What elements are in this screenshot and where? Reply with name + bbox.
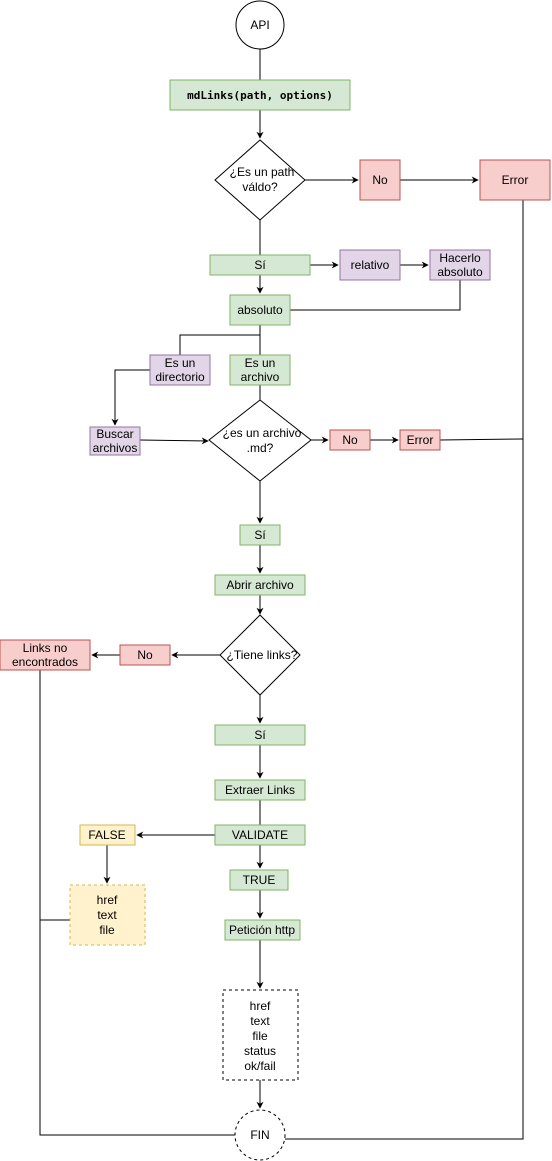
node-relativo-label: relativo xyxy=(351,258,390,272)
node-hacerlo-absoluto: Hacerlo absoluto xyxy=(429,249,491,281)
node-es-md-line2: .md? xyxy=(247,441,274,455)
node-buscar-line1: Buscar xyxy=(96,427,133,441)
node-mdlinks: mdLinks(path, options) xyxy=(169,79,351,111)
edges xyxy=(39,49,524,1140)
node-no-md-label: No xyxy=(342,433,358,447)
node-true-output-line2: text xyxy=(250,1014,270,1028)
node-true: TRUE xyxy=(229,869,289,891)
node-es-md: ¿es un archivo .md? xyxy=(208,399,312,482)
node-es-md-line1: ¿es un archivo xyxy=(223,426,302,440)
node-true-label: TRUE xyxy=(243,873,276,887)
node-tiene-links-label: ¿Tiene links? xyxy=(227,648,298,662)
node-es-directorio: Es un directorio xyxy=(149,354,211,386)
node-links-no-encontrados: Links no encontrados xyxy=(0,639,91,671)
node-peticion-http: Petición http xyxy=(224,919,301,941)
node-true-output-line5: ok/fail xyxy=(244,1059,275,1073)
edge-error-fin xyxy=(285,200,524,1140)
node-absoluto: absoluto xyxy=(229,294,291,326)
edge-links-fin xyxy=(39,670,235,1136)
edge-buscar-md xyxy=(139,437,209,445)
node-links-no-line2: encontrados xyxy=(12,655,78,669)
node-valid-path: ¿Es un path váldo? xyxy=(214,139,306,221)
node-false: FALSE xyxy=(79,824,136,846)
node-peticion-label: Petición http xyxy=(229,923,295,937)
node-tiene-links: ¿Tiene links? xyxy=(219,614,301,696)
node-buscar-archivos: Buscar archivos xyxy=(89,426,141,456)
edge-error-md-merge xyxy=(439,438,524,441)
node-archivo-line2: archivo xyxy=(241,370,280,384)
node-no-md: No xyxy=(329,429,371,451)
node-true-output-line1: href xyxy=(250,999,271,1013)
node-false-label: FALSE xyxy=(88,828,125,842)
node-error-path-label: Error xyxy=(502,173,529,187)
node-si-links-label: Sí xyxy=(254,728,266,742)
node-hacerlo-line2: absoluto xyxy=(437,265,483,279)
node-si-path-label: Sí xyxy=(254,258,266,272)
node-abrir-label: Abrir archivo xyxy=(226,578,294,592)
edge-hacerlo-absoluto xyxy=(290,280,461,311)
node-fin: FIN xyxy=(234,1109,286,1161)
node-fin-label: FIN xyxy=(250,1128,269,1142)
node-buscar-line2: archivos xyxy=(93,441,138,455)
node-false-output: href text file xyxy=(69,884,146,946)
node-relativo: relativo xyxy=(339,249,401,281)
edge-absoluto-directorio xyxy=(179,334,260,355)
node-no-path: No xyxy=(359,159,401,201)
node-archivo-line1: Es un xyxy=(245,356,276,370)
node-true-output: href text file status ok/fail xyxy=(222,989,299,1081)
node-true-output-line3: file xyxy=(252,1029,268,1043)
node-hacerlo-line1: Hacerlo xyxy=(439,251,481,265)
node-extraer-label: Extraer Links xyxy=(225,783,295,797)
node-si-md: Sí xyxy=(239,524,281,546)
node-error-md: Error xyxy=(399,429,441,451)
node-es-archivo: Es un archivo xyxy=(229,354,291,386)
node-valid-path-line2: váldo? xyxy=(242,180,278,194)
node-validate: VALIDATE xyxy=(214,824,306,846)
node-abrir-archivo: Abrir archivo xyxy=(214,574,306,596)
node-mdlinks-label: mdLinks(path, options) xyxy=(187,89,333,102)
node-false-output-line1: href xyxy=(97,893,118,907)
node-error-md-label: Error xyxy=(407,433,434,447)
node-error-path: Error xyxy=(479,159,551,201)
node-api-label: API xyxy=(250,18,269,32)
node-si-md-label: Sí xyxy=(254,528,266,542)
node-true-output-line4: status xyxy=(244,1044,276,1058)
node-directorio-line2: directorio xyxy=(155,370,205,384)
node-extraer-links: Extraer Links xyxy=(214,779,306,801)
node-validate-label: VALIDATE xyxy=(232,828,288,842)
node-false-output-line3: file xyxy=(99,923,115,937)
node-no-links: No xyxy=(119,644,171,666)
node-false-output-line2: text xyxy=(97,908,117,922)
edge-directorio-buscar xyxy=(111,369,150,426)
node-si-path: Sí xyxy=(209,254,311,276)
node-si-links: Sí xyxy=(214,724,306,746)
node-absoluto-label: absoluto xyxy=(237,303,283,317)
node-directorio-line1: Es un xyxy=(165,356,196,370)
node-valid-path-line1: ¿Es un path xyxy=(230,165,295,179)
node-no-path-label: No xyxy=(372,173,388,187)
node-links-no-line1: Links no xyxy=(23,641,68,655)
node-api: API xyxy=(235,0,285,50)
node-no-links-label: No xyxy=(137,648,153,662)
